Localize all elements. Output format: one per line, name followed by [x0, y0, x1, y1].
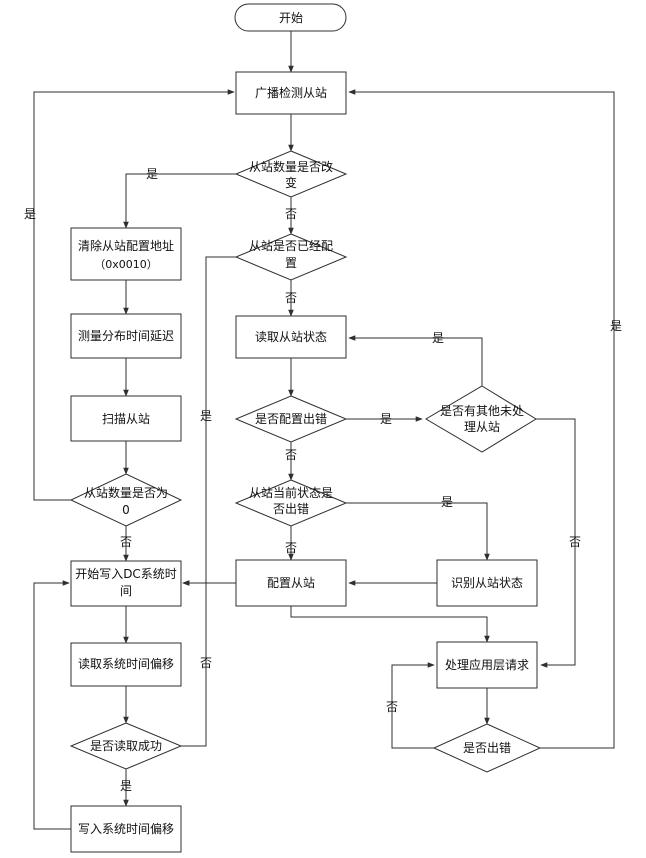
identify-status-node: 识别从站状态 [436, 559, 538, 607]
label-other-no: 否 [569, 535, 581, 549]
broadcast-label: 广播检测从站 [255, 85, 327, 100]
count-changed-decision: 从站数量是否改 变 [234, 150, 348, 198]
label-error-no: 否 [386, 700, 398, 714]
connectors [33, 31, 615, 830]
current-err-label-2: 否出错 [273, 502, 309, 516]
measure-delay-label: 测量分布时间延迟 [78, 329, 174, 343]
other-slaves-label-2: 理从站 [464, 420, 500, 434]
label-ok-no: 否 [200, 656, 212, 670]
label-count-no: 否 [285, 207, 297, 221]
read-offset-node: 读取系统时间偏移 [70, 642, 182, 687]
arrow-curerr-yes [346, 502, 490, 561]
identify-status-label: 识别从站状态 [451, 576, 523, 590]
config-err-label: 是否配置出错 [255, 412, 327, 426]
measure-delay-node: 测量分布时间延迟 [70, 313, 182, 359]
label-configerr-no: 否 [285, 448, 297, 462]
count-changed-label-2: 变 [285, 175, 297, 190]
scan-slaves-label: 扫描从站 [102, 412, 150, 426]
arrow-error-no [391, 662, 435, 749]
write-dc-label-1: 开始写入DC系统时 [75, 567, 177, 581]
handle-app-node: 处理应用层请求 [436, 641, 538, 689]
other-slaves-decision: 是否有其他未处 理从站 [425, 385, 537, 453]
configured-label-1: 从站是否已经配 [249, 239, 333, 253]
configured-decision: 从站是否已经配 置 [234, 233, 348, 281]
read-offset-label: 读取系统时间偏移 [78, 656, 174, 671]
label-curerr-no: 否 [285, 541, 297, 555]
arrow-other-no [536, 418, 576, 668]
scan-slaves-node: 扫描从站 [70, 395, 182, 442]
label-count-yes: 是 [146, 167, 158, 181]
clear-addr-node: 清除从站配置地址 （0x0010） [70, 227, 182, 281]
config-err-decision: 是否配置出错 [234, 395, 348, 443]
start-label: 开始 [279, 11, 303, 25]
arrow-count-yes [123, 173, 236, 229]
configured-label-2: 置 [285, 256, 297, 270]
label-error-yes: 是 [610, 319, 622, 333]
label-ok-yes: 是 [120, 779, 132, 793]
label-configerr-yes: 是 [380, 412, 392, 426]
broadcast-node: 广播检测从站 [235, 71, 347, 115]
count-zero-decision: 从站数量是否为 0 [69, 473, 183, 527]
label-other-yes: 是 [432, 331, 444, 345]
arrow-error-yes [348, 89, 615, 749]
read-ok-label: 是否读取成功 [90, 739, 162, 753]
arrow-configured-yes [205, 256, 236, 583]
write-dc-node: 开始写入DC系统时 间 [70, 560, 182, 607]
label-zero-yes: 是 [24, 207, 36, 221]
label-zero-no: 否 [120, 535, 132, 549]
count-changed-label-1: 从站数量是否改 [249, 159, 333, 174]
write-offset-label: 写入系统时间偏移 [78, 821, 174, 836]
label-curerr-yes: 是 [441, 495, 453, 509]
handle-app-label: 处理应用层请求 [445, 657, 529, 672]
current-err-decision: 从站当前状态是 否出错 [234, 479, 348, 527]
clear-addr-label-2: （0x0010） [94, 258, 158, 271]
current-err-label-1: 从站当前状态是 [249, 485, 333, 500]
arrow-other-yes [348, 335, 483, 386]
configure-slave-label: 配置从站 [267, 576, 315, 590]
arrow-zero-yes [33, 89, 235, 501]
write-dc-label-2: 间 [120, 584, 132, 598]
clear-addr-label-1: 清除从站配置地址 [78, 238, 174, 253]
read-status-node: 读取从站状态 [235, 315, 347, 359]
other-slaves-label-1: 是否有其他未处 [440, 404, 524, 418]
branch-labels: 是 否 是 否 是 否 否 是 是 是 否 否 是 否 否 是 [24, 167, 622, 793]
start-node: 开始 [234, 3, 347, 32]
arrow-offset-loop [33, 580, 71, 830]
label-configured-no: 否 [285, 291, 297, 305]
write-offset-node: 写入系统时间偏移 [70, 805, 182, 853]
count-zero-label-2: 0 [122, 503, 130, 517]
configure-slave-node: 配置从站 [235, 559, 347, 607]
error-decision: 是否出错 [432, 723, 542, 773]
count-zero-label-1: 从站数量是否为 [84, 485, 168, 500]
read-status-label: 读取从站状态 [255, 330, 327, 344]
label-configured-yes: 是 [200, 409, 212, 423]
arrow-config-handle [290, 606, 490, 643]
read-ok-decision: 是否读取成功 [69, 722, 183, 770]
error-label: 是否出错 [463, 741, 511, 755]
